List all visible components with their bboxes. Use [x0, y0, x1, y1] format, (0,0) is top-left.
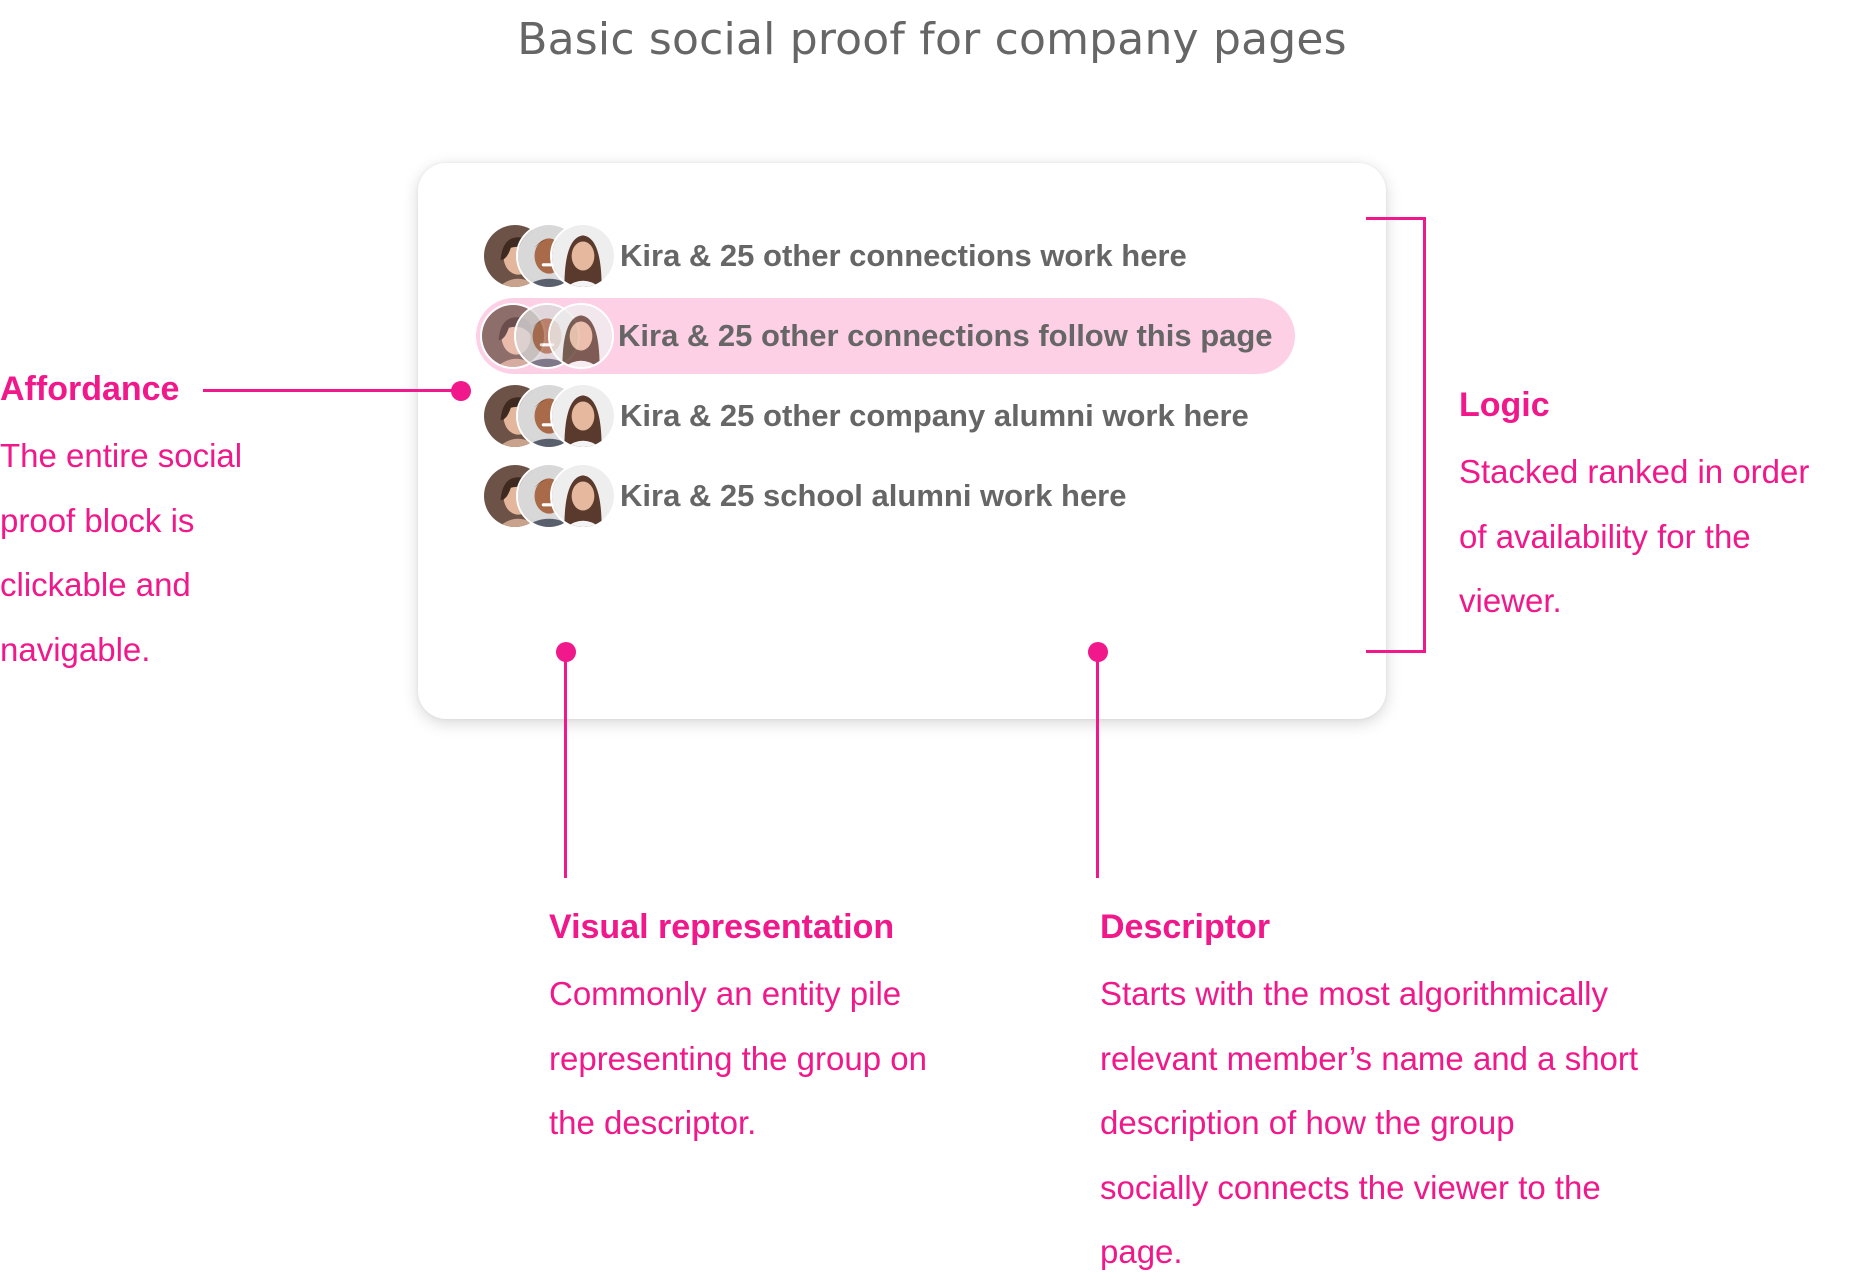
row-descriptor: Kira & 25 school alumni work here	[620, 478, 1127, 514]
row-descriptor: Kira & 25 other company alumni work here	[620, 398, 1249, 434]
social-proof-row[interactable]: Kira & 25 school alumni work here	[478, 458, 1127, 534]
affordance-description: The entire social proof block is clickab…	[0, 424, 242, 682]
description-line: The entire social	[0, 424, 242, 489]
logic-bracket-top	[1366, 217, 1426, 220]
visual-representation-heading: Visual representation	[549, 908, 894, 947]
visual-connector-line	[564, 652, 567, 878]
descriptor-heading: Descriptor	[1100, 908, 1270, 947]
description-line: Stacked ranked in order	[1459, 440, 1809, 505]
row-descriptor: Kira & 25 other connections work here	[620, 238, 1187, 274]
social-proof-row[interactable]: Kira & 25 other company alumni work here	[478, 378, 1249, 454]
description-line: navigable.	[0, 618, 242, 683]
description-line: socially connects the viewer to the	[1100, 1156, 1638, 1221]
description-line: description of how the group	[1100, 1091, 1638, 1156]
row-descriptor: Kira & 25 other connections follow this …	[618, 318, 1273, 354]
logic-bracket-vertical	[1423, 217, 1426, 653]
social-proof-row-highlighted[interactable]: Kira & 25 other connections follow this …	[476, 298, 1295, 374]
entity-pile	[482, 463, 612, 529]
description-line: the descriptor.	[549, 1091, 927, 1156]
affordance-heading: Affordance	[0, 370, 179, 409]
description-line: clickable and	[0, 553, 242, 618]
avatar	[550, 463, 616, 529]
description-line: representing the group on	[549, 1027, 927, 1092]
entity-pile	[482, 223, 612, 289]
avatar	[550, 223, 616, 289]
description-line: of availability for the	[1459, 505, 1809, 570]
visual-representation-description: Commonly an entity pile representing the…	[549, 962, 927, 1156]
description-line: Commonly an entity pile	[549, 962, 927, 1027]
description-line: Starts with the most algorithmically	[1100, 962, 1638, 1027]
descriptor-connector-line	[1096, 652, 1099, 878]
logic-heading: Logic	[1459, 386, 1550, 425]
description-line: proof block is	[0, 489, 242, 554]
avatar	[548, 303, 614, 369]
affordance-connector-line	[203, 389, 461, 392]
social-proof-card[interactable]: Kira & 25 other connections work here Ki…	[418, 163, 1386, 719]
description-line: viewer.	[1459, 569, 1809, 634]
logic-bracket-bottom	[1366, 650, 1426, 653]
avatar	[550, 383, 616, 449]
affordance-marker-dot	[451, 381, 471, 401]
logic-description: Stacked ranked in order of availability …	[1459, 440, 1809, 634]
entity-pile	[482, 383, 612, 449]
social-proof-row[interactable]: Kira & 25 other connections work here	[478, 218, 1187, 294]
description-line: relevant member’s name and a short	[1100, 1027, 1638, 1092]
description-line: page.	[1100, 1220, 1638, 1285]
entity-pile	[480, 303, 610, 369]
diagram-title: Basic social proof for company pages	[0, 14, 1864, 65]
descriptor-description: Starts with the most algorithmically rel…	[1100, 962, 1638, 1285]
